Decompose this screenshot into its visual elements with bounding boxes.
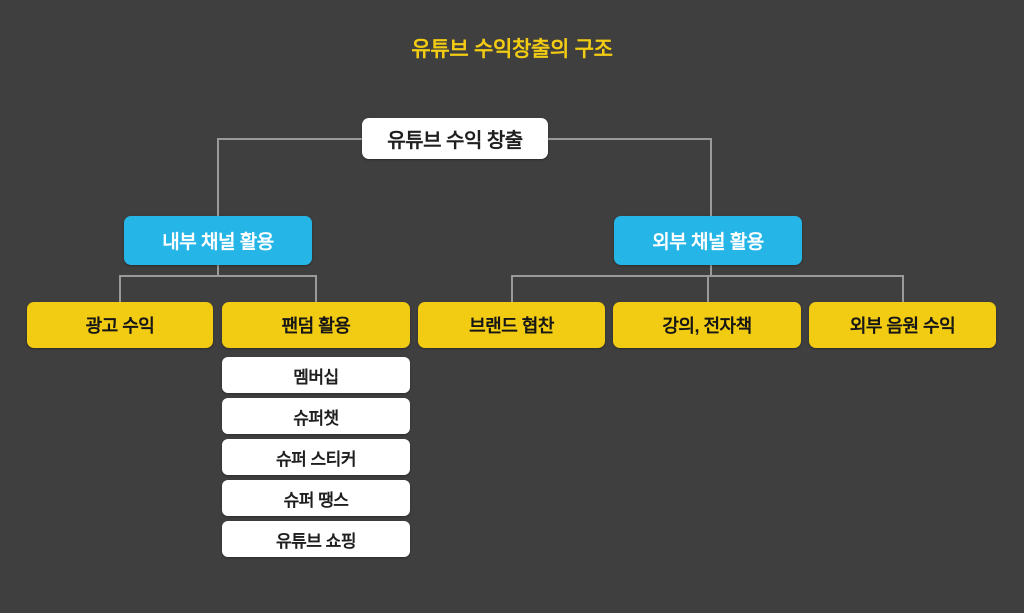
connector-external-stem xyxy=(710,264,712,277)
node-sub-youtube-shopping[interactable]: 유튜브 쇼핑 xyxy=(222,521,410,557)
connector-external-to-brand xyxy=(511,275,513,303)
connector-root-to-external xyxy=(710,138,712,218)
connector-internal-to-fandom xyxy=(315,275,317,303)
page-title: 유튜브 수익창출의 구조 xyxy=(411,38,613,61)
node-leaf-fandom[interactable]: 팬덤 활용 xyxy=(222,302,410,348)
connector-internal-to-ad-revenue xyxy=(119,275,121,303)
connector-internal-horizontal xyxy=(119,275,317,277)
node-branch-internal-channel[interactable]: 내부 채널 활용 xyxy=(124,216,312,265)
node-leaf-external-music-revenue[interactable]: 외부 음원 수익 xyxy=(809,302,996,348)
node-leaf-ad-revenue[interactable]: 광고 수익 xyxy=(27,302,213,348)
connector-external-to-lecture xyxy=(707,275,709,303)
node-branch-external-channel[interactable]: 외부 채널 활용 xyxy=(614,216,802,265)
connector-root-to-internal xyxy=(217,138,219,218)
connector-external-to-music xyxy=(902,275,904,303)
node-leaf-lecture-ebook[interactable]: 강의, 전자책 xyxy=(613,302,801,348)
node-sub-superchat[interactable]: 슈퍼챗 xyxy=(222,398,410,434)
node-sub-membership[interactable]: 멤버십 xyxy=(222,357,410,393)
node-root-youtube-revenue[interactable]: 유튜브 수익 창출 xyxy=(362,118,548,159)
node-leaf-brand-sponsorship[interactable]: 브랜드 협찬 xyxy=(418,302,605,348)
node-sub-super-thanks[interactable]: 슈퍼 땡스 xyxy=(222,480,410,516)
node-sub-super-sticker[interactable]: 슈퍼 스티커 xyxy=(222,439,410,475)
connector-internal-stem xyxy=(217,264,219,277)
